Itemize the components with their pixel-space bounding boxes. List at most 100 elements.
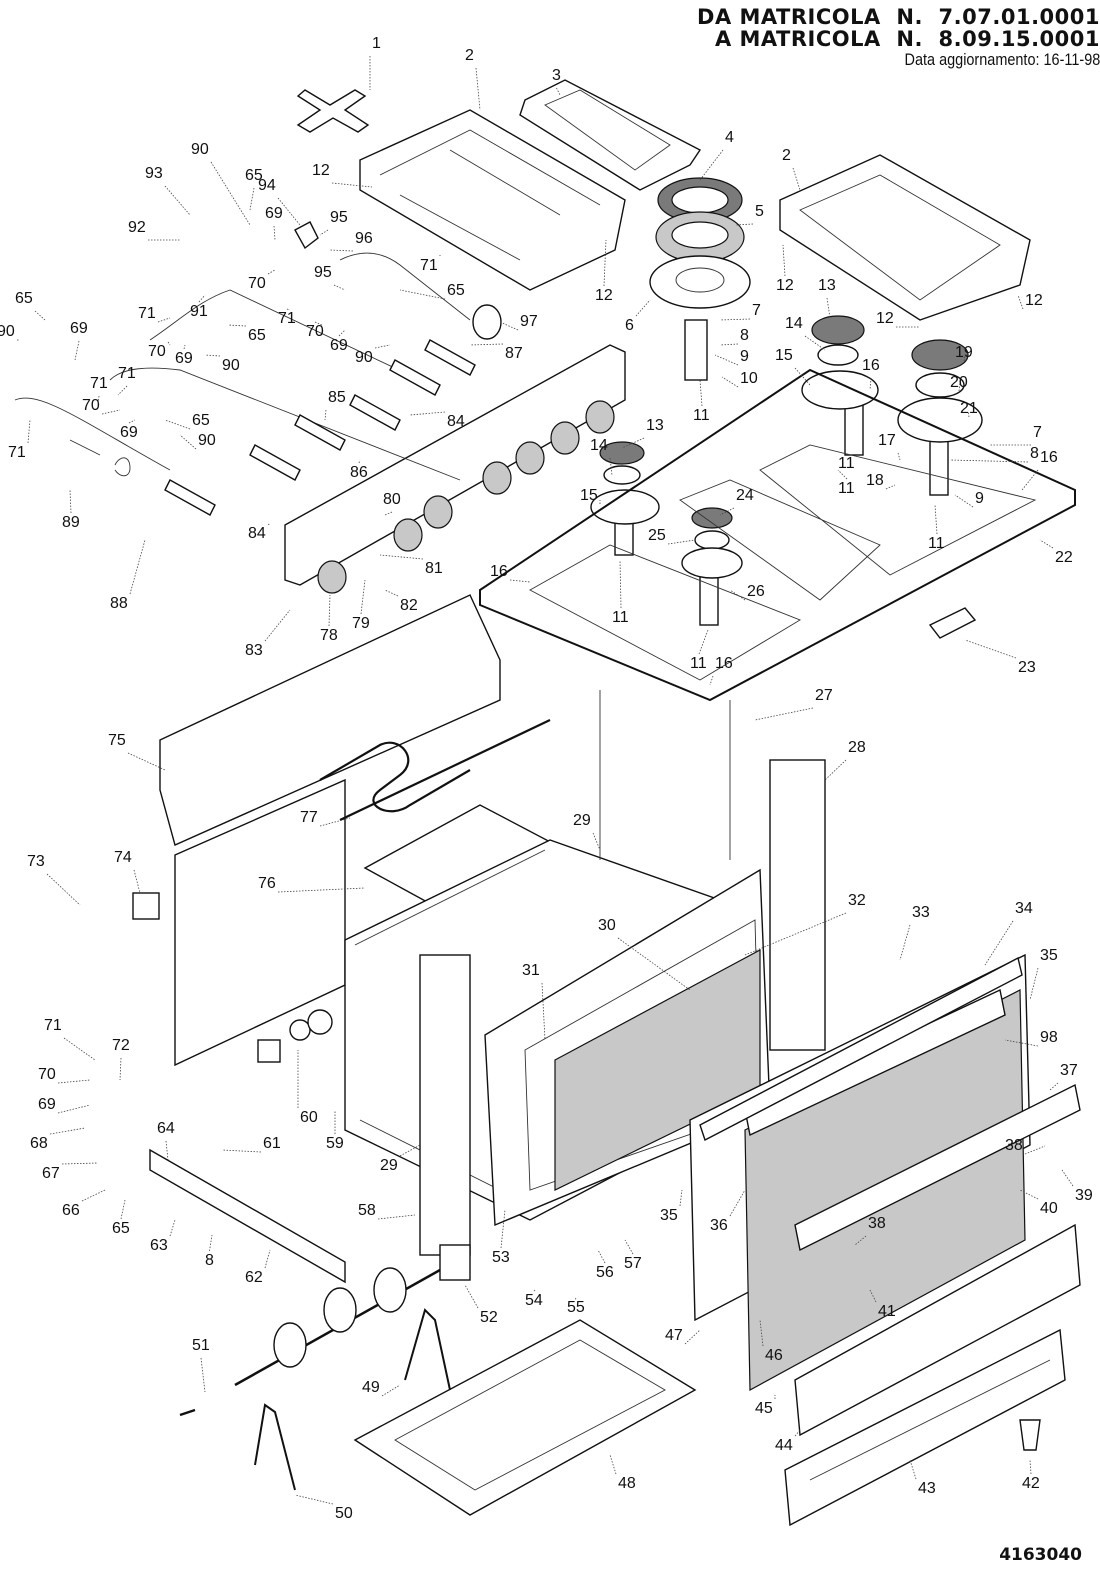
callout-number: 18	[866, 472, 884, 489]
knob-icon	[393, 518, 423, 552]
callout-number: 11	[693, 407, 710, 424]
callout-84: 84	[409, 411, 465, 430]
callout-number: 33	[912, 904, 930, 921]
callout-81: 81	[379, 554, 443, 577]
part-44-door-panel	[794, 1223, 1081, 1437]
callout-77: 77	[300, 809, 351, 827]
callout-66: 66	[62, 1189, 106, 1219]
callout-71: 71	[44, 1017, 96, 1061]
callout-number: 12	[1025, 292, 1043, 309]
callout-number: 71	[8, 444, 26, 461]
leader-line	[183, 344, 186, 350]
callout-8: 8	[719, 327, 749, 346]
leader-line	[409, 411, 446, 416]
callout-number: 97	[520, 313, 538, 330]
part-6-burner-cap	[649, 255, 751, 309]
part-48-bottom-frame	[353, 1319, 697, 1516]
callout-number: 83	[245, 642, 263, 659]
leader-line	[964, 639, 1017, 659]
callout-number: 7	[752, 302, 761, 319]
callout-number: 40	[1040, 1200, 1058, 1217]
callout-number: 16	[715, 655, 733, 672]
callout-number: 67	[42, 1165, 60, 1182]
callout-68: 68	[30, 1127, 86, 1152]
callout-number: 12	[595, 287, 613, 304]
callout-65: 65	[112, 1199, 130, 1237]
leader-line	[854, 1235, 867, 1246]
callout-28: 28	[824, 739, 866, 781]
part-1-trivet	[296, 89, 370, 133]
callout-number: 35	[660, 1207, 678, 1224]
part-50-wire	[254, 1403, 296, 1491]
callout-number: 9	[740, 348, 749, 365]
callout-number: 12	[876, 310, 894, 327]
callout-number: 71	[278, 310, 296, 327]
leader-line	[699, 379, 703, 407]
callout-69: 69	[120, 419, 138, 441]
leader-line	[200, 1357, 206, 1393]
leader-line	[721, 376, 739, 388]
callout-number: 38	[1005, 1137, 1023, 1154]
callout-number: 55	[567, 1299, 585, 1316]
document-number: 4163040	[999, 1545, 1082, 1565]
leader-line	[165, 1140, 169, 1161]
callout-90: 90	[355, 344, 391, 366]
leader-line	[1017, 294, 1024, 310]
leader-line	[164, 419, 191, 430]
leader-line	[609, 1454, 617, 1475]
leader-line	[294, 1494, 334, 1505]
callout-number: 80	[383, 491, 401, 508]
leader-line	[1039, 539, 1054, 549]
callout-number: 38	[868, 1215, 886, 1232]
callout-14: 14	[590, 437, 613, 476]
leader-line	[157, 317, 171, 323]
leader-line	[324, 409, 327, 421]
callout-number: 57	[624, 1255, 642, 1272]
callout-48: 48	[609, 1454, 636, 1492]
callout-number: 41	[878, 1303, 896, 1320]
part-28-side-rail	[769, 759, 826, 1051]
leader-line	[804, 335, 826, 351]
leader-line	[719, 318, 751, 321]
callout-number: 77	[300, 809, 318, 826]
leader-line	[319, 817, 351, 827]
callout-number: 22	[1055, 549, 1073, 566]
callout-69: 69	[70, 320, 88, 361]
leader-line	[358, 459, 361, 464]
callout-number: 96	[355, 230, 373, 247]
callout-number: 61	[263, 1135, 281, 1152]
part-89	[69, 439, 131, 477]
callout-number: 90	[0, 323, 15, 340]
leader-line	[709, 675, 714, 686]
leader-line	[1029, 1459, 1032, 1475]
callout-16: 16	[1021, 449, 1058, 491]
leader-line	[963, 354, 966, 362]
callout-number: 23	[1018, 659, 1036, 676]
callout-number: 75	[108, 732, 126, 749]
callout-number: 81	[425, 560, 443, 577]
leader-line	[635, 299, 651, 317]
callout-8: 8	[949, 445, 1039, 463]
part-2-grate-right	[779, 154, 1031, 321]
leader-line	[164, 185, 191, 216]
part-27-frame	[599, 690, 731, 860]
callout-90: 90	[179, 432, 216, 450]
callout-85: 85	[324, 389, 346, 421]
callout-number: 91	[190, 303, 208, 320]
callout-12: 12	[1017, 292, 1043, 310]
leader-line	[63, 1037, 96, 1061]
callout-11: 11	[928, 504, 945, 552]
callout-number: 21	[960, 400, 978, 417]
callout-11: 11	[612, 559, 629, 626]
leader-line	[794, 1429, 801, 1437]
leader-line	[119, 1057, 122, 1081]
leader-line	[120, 1199, 126, 1220]
leader-line	[499, 321, 519, 331]
callout-number: 58	[358, 1202, 376, 1219]
callout-62: 62	[245, 1249, 271, 1286]
callout-number: 64	[157, 1120, 175, 1137]
callout-32: 32	[744, 892, 866, 956]
part-94-elbow	[294, 221, 319, 250]
callout-60: 60	[297, 1050, 318, 1126]
callout-13: 13	[621, 417, 664, 449]
